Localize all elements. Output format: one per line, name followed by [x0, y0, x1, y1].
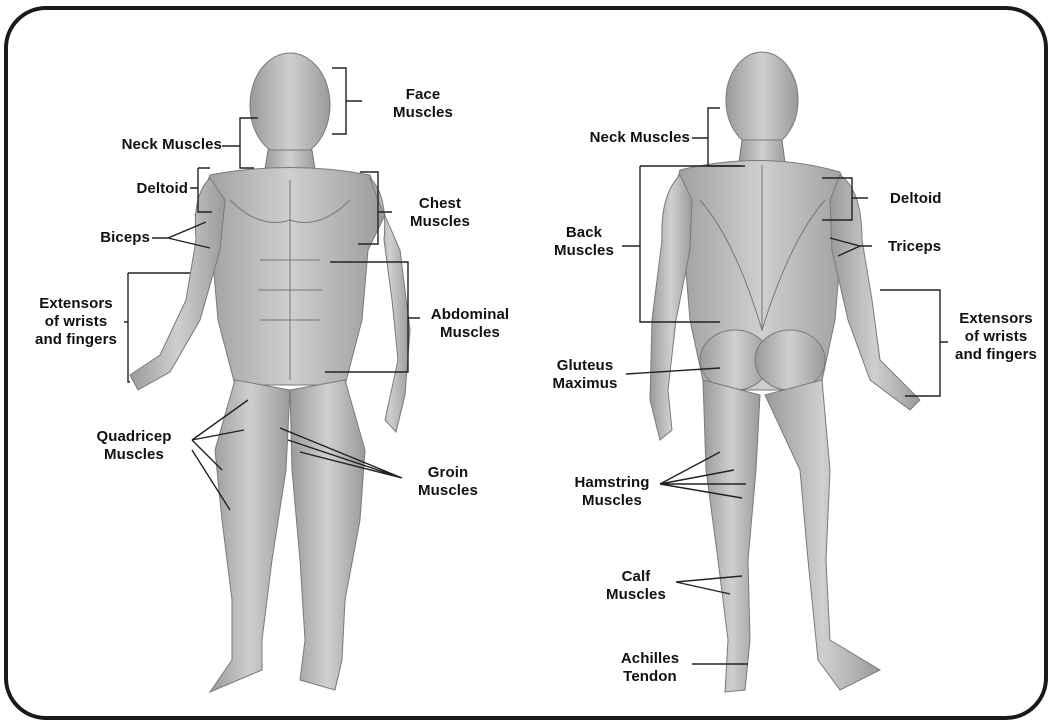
label-extensors-back-line1: Extensors: [944, 310, 1048, 328]
label-gluteus-maximus: Gluteus Maximus: [540, 357, 630, 393]
label-extensors-front-line3: and fingers: [24, 331, 128, 349]
label-groin-muscles: Groin Muscles: [400, 464, 496, 500]
label-gluteus-line1: Gluteus: [540, 357, 630, 375]
label-extensors-back-line3: and fingers: [944, 346, 1048, 364]
label-hamstring-line1: Hamstring: [560, 474, 664, 492]
label-calf-muscles: Calf Muscles: [596, 568, 676, 604]
label-back-line1: Back: [544, 224, 624, 242]
label-face-line2: Muscles: [378, 104, 468, 122]
label-face-line1: Face: [378, 86, 468, 104]
label-quadricep-line2: Muscles: [82, 446, 186, 464]
label-back-line2: Muscles: [544, 242, 624, 260]
label-biceps: Biceps: [72, 229, 150, 247]
label-quadricep-muscles: Quadricep Muscles: [82, 428, 186, 464]
label-deltoid-front: Deltoid: [96, 180, 188, 198]
label-calf-line2: Muscles: [596, 586, 676, 604]
label-abdominal-line1: Abdominal: [418, 306, 522, 324]
label-groin-line1: Groin: [400, 464, 496, 482]
label-extensors-front-line1: Extensors: [24, 295, 128, 313]
label-gluteus-line2: Maximus: [540, 375, 630, 393]
label-face-muscles: Face Muscles: [378, 86, 468, 122]
label-extensors-back-line2: of wrists: [944, 328, 1048, 346]
label-hamstring-muscles: Hamstring Muscles: [560, 474, 664, 510]
label-achilles-line2: Tendon: [608, 668, 692, 686]
label-neck-muscles-front: Neck Muscles: [90, 136, 222, 154]
label-quadricep-line1: Quadricep: [82, 428, 186, 446]
label-achilles-tendon: Achilles Tendon: [608, 650, 692, 686]
label-achilles-line1: Achilles: [608, 650, 692, 668]
label-extensors-front-line2: of wrists: [24, 313, 128, 331]
label-chest-line2: Muscles: [390, 213, 490, 231]
label-abdominal-line2: Muscles: [418, 324, 522, 342]
label-groin-line2: Muscles: [400, 482, 496, 500]
label-extensors-front: Extensors of wrists and fingers: [24, 295, 128, 349]
label-neck-muscles-back: Neck Muscles: [556, 129, 690, 147]
label-chest-line1: Chest: [390, 195, 490, 213]
label-abdominal-muscles: Abdominal Muscles: [418, 306, 522, 342]
label-hamstring-line2: Muscles: [560, 492, 664, 510]
label-chest-muscles: Chest Muscles: [390, 195, 490, 231]
label-calf-line1: Calf: [596, 568, 676, 586]
label-deltoid-back: Deltoid: [890, 190, 980, 208]
label-back-muscles: Back Muscles: [544, 224, 624, 260]
label-extensors-back: Extensors of wrists and fingers: [944, 310, 1048, 364]
label-triceps: Triceps: [888, 238, 978, 256]
